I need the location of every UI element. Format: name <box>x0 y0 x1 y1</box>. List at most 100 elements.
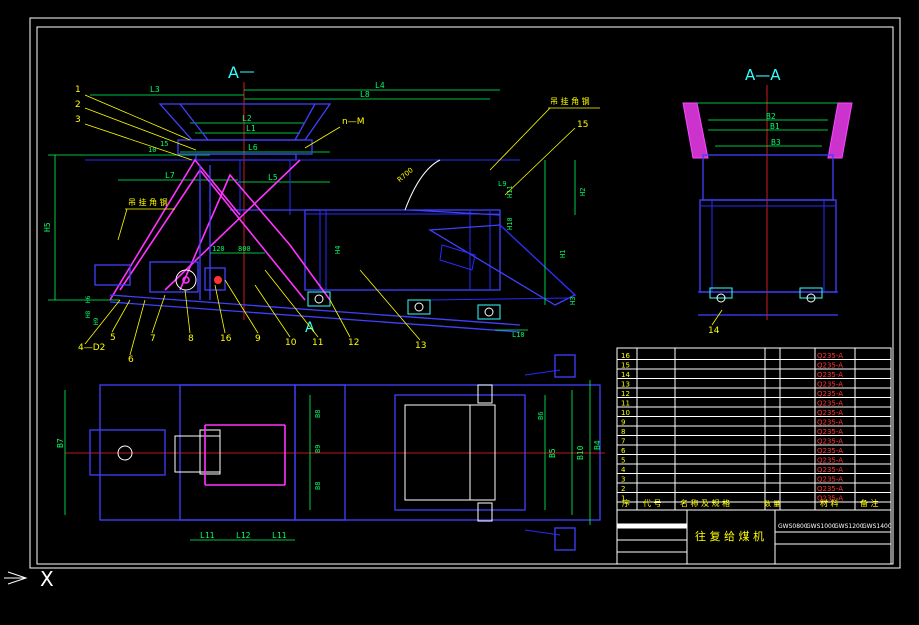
code-gws1000: GWS1000 <box>806 523 836 530</box>
r700-label: R700 <box>396 166 415 184</box>
parts-row-material: Q235-A <box>817 438 843 446</box>
parts-row-material: Q235-A <box>817 428 843 436</box>
parts-row-number: 8 <box>621 428 625 436</box>
parts-row-material: Q235-A <box>817 495 843 503</box>
dim-l6: L6 <box>248 143 258 152</box>
outlet-gate-arc <box>404 159 441 211</box>
base-rail <box>109 294 521 326</box>
callout-3: 3 <box>75 115 81 125</box>
dim-b2: B2 <box>766 112 776 121</box>
dim-b9: B9 <box>314 445 322 453</box>
discharge-chute <box>427 224 577 306</box>
parts-row-number: 5 <box>621 457 625 465</box>
n-m-label: n—M <box>342 117 364 127</box>
parts-row-material: Q235-A <box>817 390 843 398</box>
dim-b6: B6 <box>537 412 545 420</box>
dim-b1: B1 <box>770 122 780 131</box>
drawing-name: 往 复 给 煤 机 <box>695 529 764 543</box>
hoist-note-top: 吊 挂 角 钢 <box>550 96 590 106</box>
callout-14: 14 <box>708 326 720 336</box>
code-gws1400: GWS1400 <box>862 523 892 530</box>
section-roller-left <box>709 287 733 303</box>
plan-gearbox <box>174 435 221 473</box>
dim-b8-bottom: B8 <box>314 482 322 490</box>
parts-row-material: Q235-A <box>817 362 843 370</box>
parts-row-number: 7 <box>621 438 625 446</box>
section-view-title: A—A <box>745 66 781 84</box>
parts-row-material: Q235-A <box>817 476 843 484</box>
dim-l3: L3 <box>150 85 160 94</box>
callout-7: 7 <box>150 334 156 344</box>
section-roller-right <box>799 287 823 303</box>
dim-h8: 10 <box>148 146 156 154</box>
callout-10: 10 <box>285 338 297 348</box>
callout-8: 8 <box>188 334 194 344</box>
parts-row-material: Q235-A <box>817 409 843 417</box>
ucs-cursor-icon[interactable] <box>4 571 28 585</box>
dim-b5: B5 <box>548 448 557 458</box>
parts-row-material: Q235-A <box>817 352 843 360</box>
roller-2 <box>407 299 431 315</box>
parts-row-material: Q235-A <box>817 381 843 389</box>
dim-h4: H4 <box>334 246 342 254</box>
section-mark-a-bottom: A <box>305 320 315 336</box>
callout-leaders <box>84 94 576 356</box>
callout-15: 15 <box>577 120 588 130</box>
plan-view: B7 B8 B9 B8 B6 B5 B10 B4 L11 L12 L11 <box>56 354 605 551</box>
parts-row-number: 11 <box>621 400 630 408</box>
parts-row-material: Q235-A <box>817 485 843 493</box>
crank-wheel <box>175 269 197 291</box>
dim-l10: L10 <box>512 331 525 339</box>
hdr-material: 材 料 <box>820 498 839 508</box>
sheet-inner-border <box>36 26 894 565</box>
dim-h6: H6 <box>85 295 92 303</box>
section-trough <box>702 154 834 201</box>
parts-row-number: 3 <box>621 476 625 484</box>
dim-l1: L1 <box>246 124 256 133</box>
dim-l12: L12 <box>236 531 251 540</box>
support-frame-brace-3 <box>179 173 331 301</box>
dim-h11: H11 <box>506 185 514 198</box>
plan-frame-outer <box>99 384 601 521</box>
support-frame-brace-2 <box>164 159 301 291</box>
plan-motor <box>89 429 166 476</box>
parts-row-number: 16 <box>621 352 630 360</box>
hdr-name: 名 称 及 规 格 <box>680 498 730 508</box>
hdr-code: 代 号 <box>643 498 662 508</box>
dim-800: 800 <box>238 245 251 253</box>
callout-11: 11 <box>312 338 323 348</box>
hdr-qty: 数 量 <box>764 499 780 508</box>
hopper-liner-left <box>682 102 709 159</box>
support-frame-brace <box>119 168 306 301</box>
parts-list-frame <box>616 347 892 565</box>
gear-reducer <box>149 261 199 293</box>
plan-outlet <box>394 394 526 511</box>
dim-b4: B4 <box>593 440 602 450</box>
dim-120: 120 <box>212 245 225 253</box>
parts-row-material: Q235-A <box>817 400 843 408</box>
callout-1: 1 <box>75 85 81 95</box>
dim-l8: L8 <box>360 90 370 99</box>
dim-l11-right: L11 <box>272 531 287 540</box>
roller-3 <box>477 304 501 320</box>
support-frame-left <box>109 158 241 301</box>
callout-5: 5 <box>110 333 116 343</box>
parts-row-number: 9 <box>621 419 625 427</box>
dim-l4: L4 <box>375 81 385 90</box>
parts-row-material: Q235-A <box>817 447 843 455</box>
dim-h2: H2 <box>579 188 587 196</box>
parts-row-number: 10 <box>621 409 630 417</box>
crank-disc-red <box>214 276 222 284</box>
dim-l2: L2 <box>242 114 252 123</box>
dim-l11-left: L11 <box>200 531 215 540</box>
dim-h9: H9 <box>93 317 100 325</box>
parts-row-number: 6 <box>621 447 626 455</box>
hdr-seq: 序 <box>622 498 630 508</box>
dim-h3: H3 <box>569 297 577 305</box>
callout-13: 13 <box>415 341 426 351</box>
dim-l7: L7 <box>165 171 175 180</box>
dim-h1: H1 <box>559 250 567 258</box>
callout-6: 6 <box>128 355 134 365</box>
